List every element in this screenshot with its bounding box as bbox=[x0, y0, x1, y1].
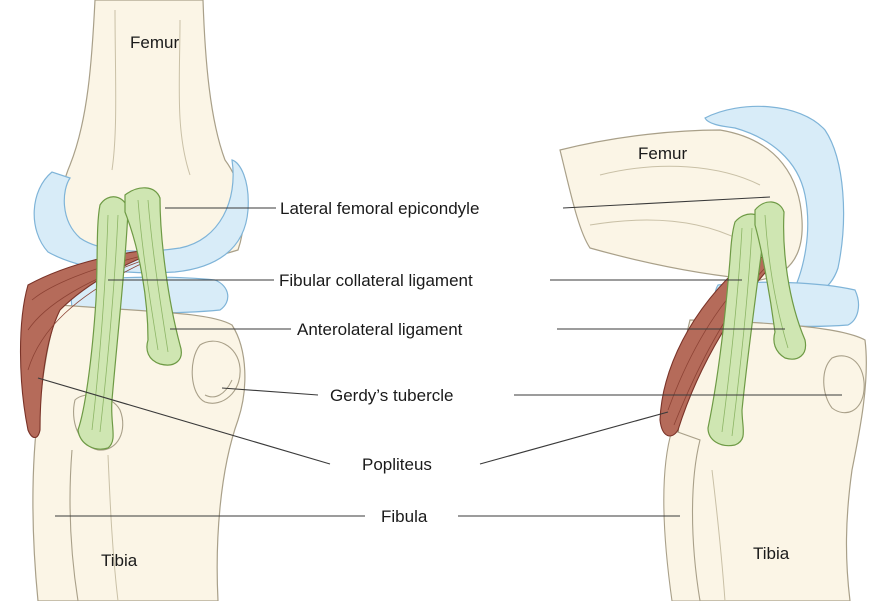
label-lateral-femoral-epicondyle: Lateral femoral epicondyle bbox=[280, 199, 479, 218]
right-gerdys-tubercle bbox=[824, 356, 864, 413]
leader-popliteus-right bbox=[480, 412, 668, 464]
label-femur-right: Femur bbox=[638, 144, 687, 163]
label-gerdys-tubercle: Gerdy’s tubercle bbox=[330, 386, 453, 405]
label-femur-left: Femur bbox=[130, 33, 179, 52]
label-anterolateral-ligament: Anterolateral ligament bbox=[297, 320, 463, 339]
label-popliteus: Popliteus bbox=[362, 455, 432, 474]
left-knee-illustration bbox=[21, 0, 249, 601]
right-knee-illustration bbox=[560, 106, 866, 601]
label-tibia-left: Tibia bbox=[101, 551, 138, 570]
label-tibia-right: Tibia bbox=[753, 544, 790, 563]
label-fibula: Fibula bbox=[381, 507, 428, 526]
label-fibular-collateral-ligament: Fibular collateral ligament bbox=[279, 271, 473, 290]
